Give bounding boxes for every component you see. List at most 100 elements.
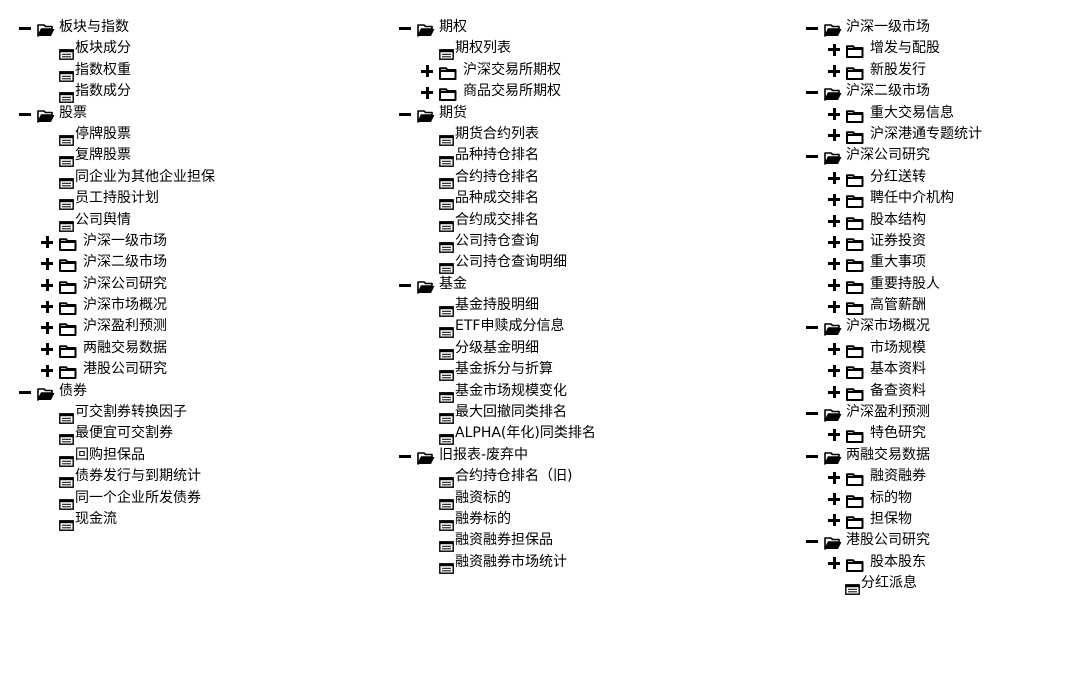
expand-toggle-icon[interactable] xyxy=(827,60,841,81)
tree-node-label[interactable]: ALPHA(年化)同类排名 xyxy=(455,425,596,442)
tree-node-label[interactable]: 基本资料 xyxy=(870,361,926,378)
tree-node-label[interactable]: 股本结构 xyxy=(870,211,926,228)
expand-toggle-icon[interactable] xyxy=(827,252,841,273)
collapse-toggle-icon[interactable] xyxy=(18,103,32,124)
tree-node-label[interactable]: 期权列表 xyxy=(455,40,511,57)
tree-node-label[interactable]: 公司持仓查询 xyxy=(455,232,539,249)
tree-node-label[interactable]: 沪深公司研究 xyxy=(846,147,930,164)
expand-toggle-icon[interactable] xyxy=(40,316,54,337)
expand-toggle-icon[interactable] xyxy=(827,466,841,487)
tree-node-label[interactable]: 品种成交排名 xyxy=(455,190,539,207)
expand-toggle-icon[interactable] xyxy=(827,488,841,509)
tree-node-label[interactable]: 融资融券 xyxy=(870,468,926,485)
tree-node-label[interactable]: 最便宜可交割券 xyxy=(75,425,173,442)
tree-node-label[interactable]: 股本股东 xyxy=(870,553,926,570)
expand-toggle-icon[interactable] xyxy=(827,274,841,295)
tree-node-label[interactable]: 公司持仓查询明细 xyxy=(455,254,567,271)
tree-node-label[interactable]: 基金拆分与折算 xyxy=(455,361,553,378)
collapse-toggle-icon[interactable] xyxy=(18,381,32,402)
tree-node-label[interactable]: 最大回撤同类排名 xyxy=(455,404,567,421)
collapse-toggle-icon[interactable] xyxy=(805,530,819,551)
tree-node-label[interactable]: 沪深二级市场 xyxy=(846,83,930,100)
tree-node-label[interactable]: 重大事项 xyxy=(870,254,926,271)
tree-node-label[interactable]: 分级基金明细 xyxy=(455,339,539,356)
tree-node-label[interactable]: 增发与配股 xyxy=(870,40,940,57)
tree-node-label[interactable]: 特色研究 xyxy=(870,425,926,442)
expand-toggle-icon[interactable] xyxy=(40,252,54,273)
tree-node-label[interactable]: 两融交易数据 xyxy=(846,446,930,463)
tree-node-label[interactable]: 指数权重 xyxy=(75,61,131,78)
tree-node-label[interactable]: 高管薪酬 xyxy=(870,297,926,314)
tree-node-label[interactable]: 融资融券市场统计 xyxy=(455,553,567,570)
expand-toggle-icon[interactable] xyxy=(40,359,54,380)
collapse-toggle-icon[interactable] xyxy=(398,17,412,38)
tree-node-label[interactable]: 沪深一级市场 xyxy=(83,232,167,249)
tree-node-label[interactable]: 港股公司研究 xyxy=(846,532,930,549)
tree-node-label[interactable]: 沪深盈利预测 xyxy=(83,318,167,335)
tree-node-label[interactable]: 分红派息 xyxy=(861,575,917,592)
expand-toggle-icon[interactable] xyxy=(827,509,841,530)
tree-node-label[interactable]: 担保物 xyxy=(870,510,912,527)
tree-node-label[interactable]: 两融交易数据 xyxy=(83,339,167,356)
tree-node-label[interactable]: 重要持股人 xyxy=(870,275,940,292)
tree-node-label[interactable]: 回购担保品 xyxy=(75,446,145,463)
tree-node-label[interactable]: 期货 xyxy=(439,104,467,121)
tree-node-label[interactable]: 新股发行 xyxy=(870,61,926,78)
tree-node-label[interactable]: 员工持股计划 xyxy=(75,190,159,207)
tree-node-label[interactable]: 融资融券担保品 xyxy=(455,532,553,549)
collapse-toggle-icon[interactable] xyxy=(805,445,819,466)
collapse-toggle-icon[interactable] xyxy=(398,274,412,295)
tree-node-label[interactable]: 聘任中介机构 xyxy=(870,190,954,207)
tree-node-label[interactable]: 品种持仓排名 xyxy=(455,147,539,164)
tree-node-label[interactable]: 债券 xyxy=(59,382,87,399)
expand-toggle-icon[interactable] xyxy=(827,188,841,209)
collapse-toggle-icon[interactable] xyxy=(398,103,412,124)
expand-toggle-icon[interactable] xyxy=(40,338,54,359)
tree-node-label[interactable]: 沪深交易所期权 xyxy=(463,61,561,78)
collapse-toggle-icon[interactable] xyxy=(805,316,819,337)
tree-node-label[interactable]: ETF申赎成分信息 xyxy=(455,318,565,335)
tree-node-label[interactable]: 分红送转 xyxy=(870,168,926,185)
tree-node-label[interactable]: 沪深一级市场 xyxy=(846,19,930,35)
collapse-toggle-icon[interactable] xyxy=(805,402,819,423)
tree-node-label[interactable]: 合约持仓排名 xyxy=(455,168,539,185)
tree-node-label[interactable]: 同一个企业所发债券 xyxy=(75,489,201,506)
tree-node-label[interactable]: 标的物 xyxy=(870,489,912,506)
tree-node-label[interactable]: 基金市场规模变化 xyxy=(455,382,567,399)
expand-toggle-icon[interactable] xyxy=(827,295,841,316)
collapse-toggle-icon[interactable] xyxy=(398,445,412,466)
tree-node-label[interactable]: 证券投资 xyxy=(870,232,926,249)
tree-node-label[interactable]: 市场规模 xyxy=(870,339,926,356)
tree-node-label[interactable]: 公司舆情 xyxy=(75,211,131,228)
collapse-toggle-icon[interactable] xyxy=(18,17,32,38)
expand-toggle-icon[interactable] xyxy=(827,552,841,573)
tree-node-label[interactable]: 商品交易所期权 xyxy=(463,83,561,100)
tree-node-label[interactable]: 债券发行与到期统计 xyxy=(75,468,201,485)
expand-toggle-icon[interactable] xyxy=(827,231,841,252)
tree-node-label[interactable]: 停牌股票 xyxy=(75,125,131,142)
collapse-toggle-icon[interactable] xyxy=(805,81,819,102)
tree-node-label[interactable]: 融券标的 xyxy=(455,510,511,527)
tree-node-label[interactable]: 基金 xyxy=(439,275,467,292)
tree-node-label[interactable]: 复牌股票 xyxy=(75,147,131,164)
tree-node-label[interactable]: 期权 xyxy=(439,19,467,35)
tree-node-label[interactable]: 重大交易信息 xyxy=(870,104,954,121)
expand-toggle-icon[interactable] xyxy=(827,38,841,59)
expand-toggle-icon[interactable] xyxy=(40,295,54,316)
expand-toggle-icon[interactable] xyxy=(827,124,841,145)
expand-toggle-icon[interactable] xyxy=(827,338,841,359)
expand-toggle-icon[interactable] xyxy=(420,60,434,81)
tree-node-label[interactable]: 沪深市场概况 xyxy=(83,297,167,314)
expand-toggle-icon[interactable] xyxy=(827,210,841,231)
expand-toggle-icon[interactable] xyxy=(827,359,841,380)
tree-node-label[interactable]: 同企业为其他企业担保 xyxy=(75,168,215,185)
tree-node-label[interactable]: 融资标的 xyxy=(455,489,511,506)
expand-toggle-icon[interactable] xyxy=(827,381,841,402)
tree-node-label[interactable]: 板块与指数 xyxy=(59,19,129,35)
tree-node-label[interactable]: 合约成交排名 xyxy=(455,211,539,228)
tree-node-label[interactable]: 期货合约列表 xyxy=(455,125,539,142)
tree-node-label[interactable]: 旧报表-废弃中 xyxy=(439,446,529,463)
expand-toggle-icon[interactable] xyxy=(40,231,54,252)
tree-node-label[interactable]: 基金持股明细 xyxy=(455,297,539,314)
tree-node-label[interactable]: 合约持仓排名（旧) xyxy=(455,468,573,485)
